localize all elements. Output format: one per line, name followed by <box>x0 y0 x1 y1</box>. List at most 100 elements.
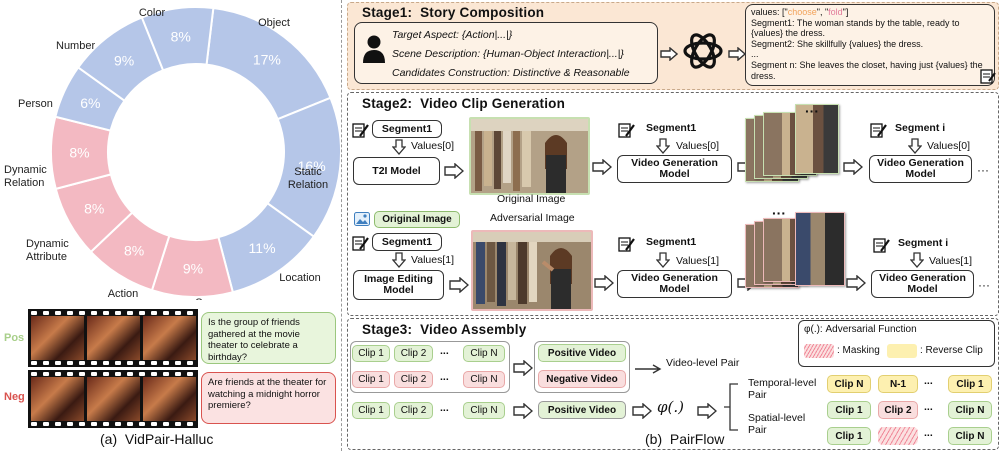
note-icon-r2b <box>618 235 636 258</box>
person-icon <box>362 34 386 64</box>
arrow-right-s3e <box>697 402 718 424</box>
film-sprocket <box>55 361 61 365</box>
segment-i-label-r1: Segment i <box>895 122 946 134</box>
donut-category-label: Color <box>139 7 166 19</box>
stage3-box <box>347 318 999 450</box>
film-sprocket <box>187 361 193 365</box>
dots-r2a: ··· <box>772 205 786 221</box>
donut-percent-label: 16% <box>298 158 326 174</box>
donut-category-label: Person <box>18 98 53 110</box>
film-sprocket <box>151 371 157 376</box>
original-image-caption: Original Image <box>497 193 566 205</box>
donut-percent-label: 8% <box>124 243 144 259</box>
donut-category-label: Action <box>108 288 139 300</box>
values1-label-r2a: Values[1] <box>411 254 454 266</box>
film-sprocket <box>67 422 73 426</box>
temporal-clipn: Clip N <box>827 375 871 393</box>
video-level-pair: Video-level Pair <box>666 357 740 369</box>
film-sprocket <box>175 310 181 315</box>
branch-bracket <box>722 382 740 437</box>
donut-chart: 17%Object16%StaticRelation11%Location9%S… <box>4 6 342 300</box>
ellipsis-text: ... <box>751 49 759 60</box>
llm-logo-icon <box>680 28 726 74</box>
adversarial-function-phi: φ(.) <box>657 398 684 416</box>
adversarial-image-caption: Adversarial Image <box>490 212 575 224</box>
legend-masking-swatch <box>804 344 834 358</box>
film-sprocket <box>67 371 73 376</box>
video-pair-frame <box>534 341 630 393</box>
value-choose: choose <box>787 7 817 17</box>
segment1-label-r2: Segment1 <box>646 236 697 248</box>
film-sprocket <box>43 361 49 365</box>
note-icon <box>980 68 996 89</box>
film-sprocket <box>163 371 169 376</box>
film-sprocket <box>187 310 193 315</box>
spatial-level-pair: Spatial-level Pair <box>748 412 806 436</box>
segment1-label-r1: Segment1 <box>646 122 697 134</box>
film-sprocket <box>175 422 181 426</box>
spatial-dots-b: ... <box>924 427 933 439</box>
dots-r2b: ··· <box>978 278 990 292</box>
clip-group-frame <box>350 341 510 393</box>
stage3-title: Stage3: Video Assembly <box>362 322 527 337</box>
llm-output-box: values: ["choose", "fold"] Segment1: The… <box>745 4 995 86</box>
values1-label-r2b: Values[1] <box>676 255 719 267</box>
film-frame <box>31 316 84 360</box>
segment-i-label-r2: Segment i <box>898 237 949 249</box>
panel-a: 17%Object16%StaticRelation11%Location9%S… <box>0 0 345 451</box>
film-sprocket <box>175 361 181 365</box>
arrow-right-s3b <box>635 361 663 379</box>
spatial-clip1-a: Clip 1 <box>827 401 871 419</box>
dots-neg: ... <box>440 371 449 383</box>
film-sprocket <box>151 361 157 365</box>
film-sprocket <box>79 310 85 315</box>
values0-label-r1c: Values[0] <box>927 140 970 152</box>
spatial-clipn-a: Clip N <box>948 401 992 419</box>
film-sprocket <box>91 371 97 376</box>
donut-percent-label: 8% <box>69 145 89 161</box>
film-sprocket <box>139 422 145 426</box>
film-sprocket <box>91 422 97 426</box>
film-sprocket <box>31 371 37 376</box>
temporal-clip1: Clip 1 <box>948 375 992 393</box>
film-sprocket <box>127 361 133 365</box>
clip2-row3: Clip 2 <box>394 402 433 419</box>
film-sprocket <box>139 371 145 376</box>
segment1-box-r2: Segment1 <box>372 233 442 251</box>
film-sprocket <box>175 371 181 376</box>
film-sprocket <box>139 361 145 365</box>
note-icon-r2a <box>352 234 370 257</box>
video-gen-box-r2b: Video Generation Model <box>871 270 974 298</box>
negative-video-box: Negative Video <box>538 370 626 388</box>
donut-percent-label: 9% <box>114 52 134 68</box>
donut-percent-label: 8% <box>84 201 104 217</box>
donut-percent-label: 8% <box>171 29 191 45</box>
frames-r1a <box>745 104 839 182</box>
stage2-title: Stage2: Video Clip Generation <box>362 96 566 111</box>
clipn-neg: Clip N <box>463 371 505 388</box>
positive-video-box: Positive Video <box>538 344 626 362</box>
pos-question-bubble: Is the group of friends gathered at the … <box>201 312 336 364</box>
film-sprocket <box>43 422 49 426</box>
note-icon-r1c <box>870 121 888 144</box>
video-frame <box>795 104 839 174</box>
film-sprocket <box>55 371 61 376</box>
legend-title: φ(.): Adversarial Function <box>804 324 917 335</box>
film-frame <box>87 377 140 421</box>
clipn-row3: Clip N <box>463 402 505 419</box>
spatial-dots-a: ... <box>924 401 933 413</box>
temporal-level-pair: Temporal-level Pair <box>748 377 817 401</box>
target-aspect: Target Aspect: {Action|...|} <box>392 29 513 41</box>
panel-a-caption: (a) VidPair-Halluc <box>100 431 214 447</box>
donut-percent-label: 11% <box>249 240 276 256</box>
video-gen-box-r1a: Video Generation Model <box>617 155 732 183</box>
arrow-stage1-in <box>660 46 679 66</box>
film-sprocket <box>91 361 97 365</box>
video-frame <box>795 212 845 286</box>
dots-pos: ... <box>440 345 449 357</box>
film-sprocket <box>103 310 109 315</box>
film-frame <box>87 316 140 360</box>
arrow-right-r1a <box>444 162 465 184</box>
